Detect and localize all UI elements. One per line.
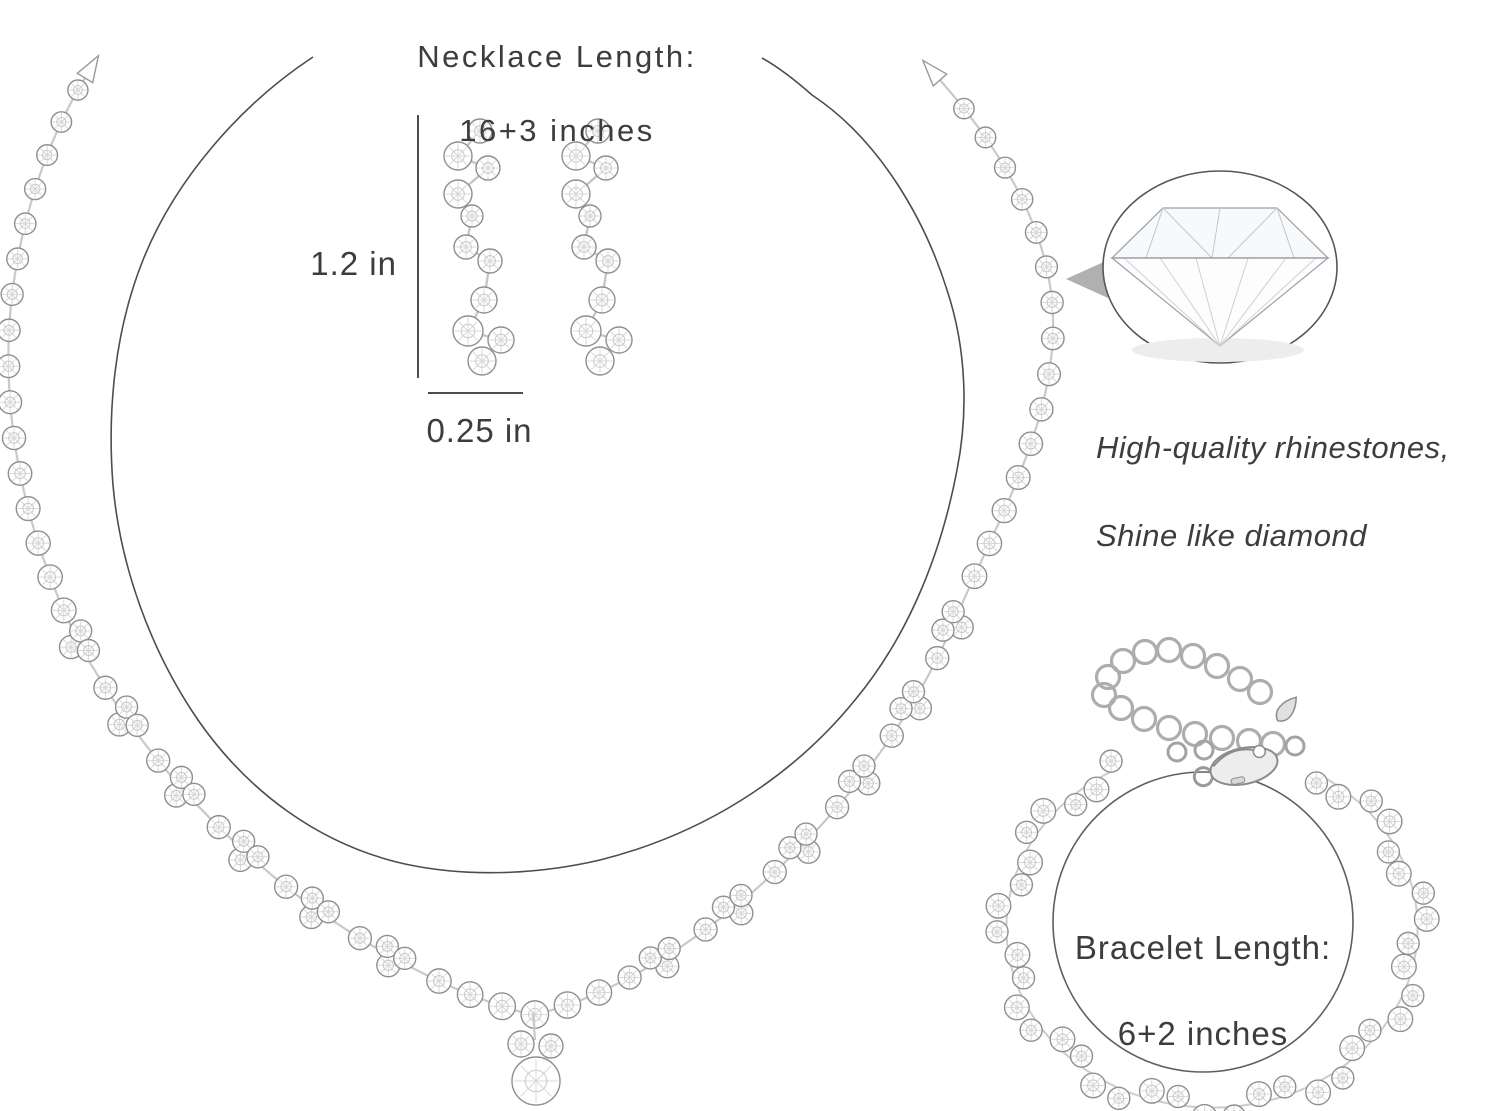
necklace-length-line1: Necklace Length: (417, 39, 697, 74)
bracelet-label-circle (1052, 771, 1354, 1073)
bracelet-length-line1: Bracelet Length: (1074, 929, 1332, 966)
necklace-pendant (507, 1011, 564, 1106)
necklace-guide-circle (110, 56, 965, 874)
earring-width-label: 0.25 in (426, 412, 533, 449)
bracelet (985, 749, 1440, 1111)
bracelet-length-line2: 6+2 inches (1117, 1015, 1289, 1052)
callout-arrow-icon (1066, 260, 1108, 298)
necklace-chain (0, 53, 1065, 1029)
necklace-length-label: Necklace Length: 16+3 inches (307, 1, 807, 149)
earring-height-label: 1.2 in (310, 245, 397, 282)
bracelet-length-label: Bracelet Length: 6+2 inches (1023, 883, 1383, 1055)
earrings-pair (443, 118, 633, 376)
teardrop-charm-icon (1275, 696, 1298, 722)
lobster-clasp-icon (1192, 744, 1279, 788)
quality-note-line2: Shine like diamond (1096, 518, 1367, 553)
quality-note-line1: High-quality rhinestones, (1096, 430, 1450, 465)
diamond-callout (1066, 170, 1338, 364)
diamond-icon (1110, 207, 1330, 362)
rhinestone-quality-note: High-quality rhinestones, Shine like dia… (1096, 382, 1500, 558)
necklace-length-line2: 16+3 inches (459, 113, 655, 148)
extender-chain-icon (1090, 636, 1306, 763)
